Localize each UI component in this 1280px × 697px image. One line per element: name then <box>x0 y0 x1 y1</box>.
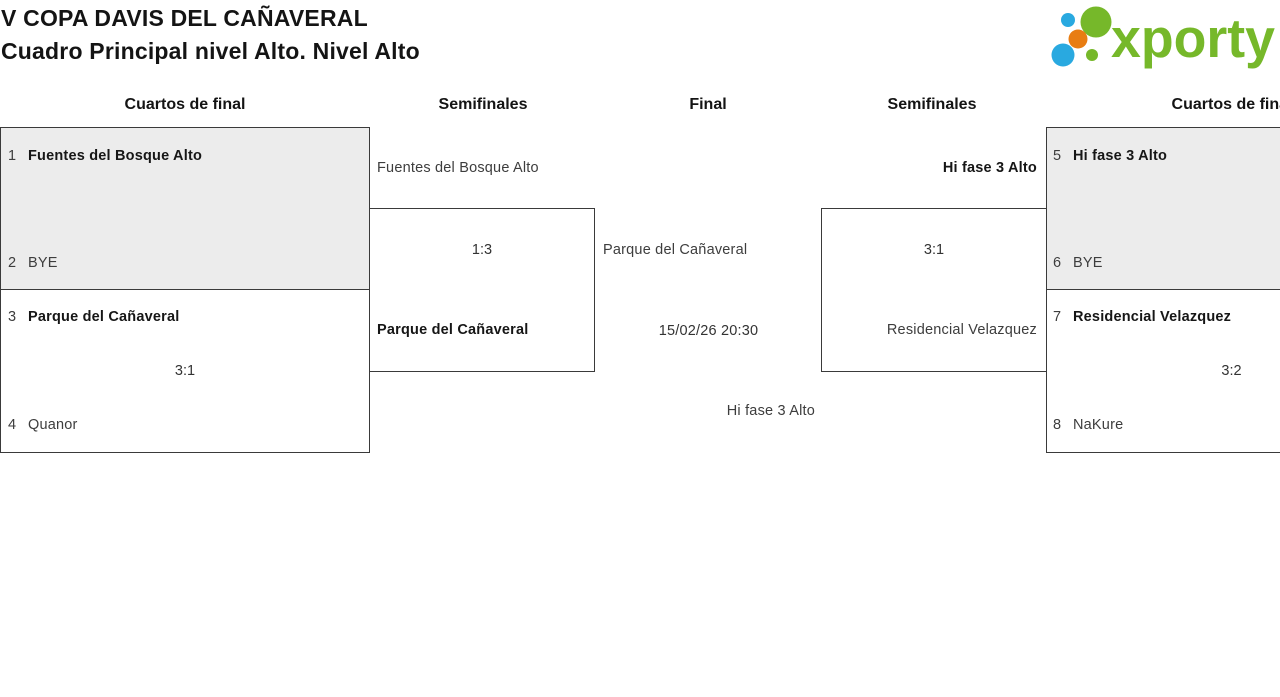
logo-dot-blue-large <box>1051 43 1075 67</box>
seed-number: 2 <box>8 255 17 271</box>
match-box-qf-left-bottom[interactable] <box>0 289 370 453</box>
logo-dot-orange <box>1068 29 1088 49</box>
final-team-bottom: Hi fase 3 Alto <box>726 403 815 419</box>
slot-qf-left-bottom-a: 3 Parque del Cañaveral <box>8 308 180 326</box>
final-team-top: Parque del Cañaveral <box>603 242 748 258</box>
match-box-sf-right[interactable] <box>821 208 1047 372</box>
seed-number: 7 <box>1053 309 1062 325</box>
slot-qf-left-top-a: 1 Fuentes del Bosque Alto <box>8 147 202 165</box>
team-name: Quanor <box>28 417 78 433</box>
seed-number: 3 <box>8 309 17 325</box>
logo-dot-green-small <box>1086 49 1098 61</box>
score-qf-right-bottom: 3:2 <box>1221 363 1242 379</box>
sf-left-team-bottom: Parque del Cañaveral <box>377 322 529 338</box>
match-box-qf-right-bottom[interactable] <box>1046 289 1280 453</box>
score-sf-right: 3:1 <box>923 242 945 258</box>
match-box-qf-left-top[interactable] <box>0 127 370 290</box>
sf-right-team-top: Hi fase 3 Alto <box>942 160 1037 176</box>
seed-number: 4 <box>8 417 17 433</box>
slot-qf-left-bottom-b: 4 Quanor <box>8 416 78 434</box>
logo-wordmark: xporty <box>1111 7 1275 69</box>
round-header-semifinals-left: Semifinales <box>438 96 528 113</box>
team-name: BYE <box>1073 255 1103 271</box>
sf-left-team-top: Fuentes del Bosque Alto <box>377 160 539 176</box>
team-name: NaKure <box>1073 417 1124 433</box>
match-box-sf-left[interactable] <box>369 208 595 372</box>
final-datetime: 15/02/26 20:30 <box>658 323 759 339</box>
team-name: Residencial Velazquez <box>1073 309 1232 325</box>
slot-qf-left-top-b: 2 BYE <box>8 254 58 272</box>
slot-qf-right-top-a: 5 Hi fase 3 Alto <box>1053 147 1167 165</box>
seed-number: 5 <box>1053 148 1062 164</box>
logo-dot-blue-small <box>1061 13 1075 27</box>
score-qf-left-bottom: 3:1 <box>174 363 196 379</box>
logo-dot-green-large <box>1080 6 1112 38</box>
seed-number: 8 <box>1053 417 1062 433</box>
xporty-logo[interactable]: xporty <box>1050 3 1278 75</box>
round-header-quarterfinals-left: Cuartos de final <box>124 96 246 113</box>
seed-number: 1 <box>8 148 17 164</box>
team-name: BYE <box>28 255 58 271</box>
slot-qf-right-bottom-a: 7 Residencial Velazquez <box>1053 308 1231 326</box>
team-name: Hi fase 3 Alto <box>1073 148 1168 164</box>
tournament-name: V COPA DAVIS DEL CAÑAVERAL <box>1 5 368 31</box>
match-box-qf-right-top[interactable] <box>1046 127 1280 290</box>
sf-right-team-bottom: Residencial Velazquez <box>886 322 1037 338</box>
team-name: Fuentes del Bosque Alto <box>28 148 203 164</box>
seed-number: 6 <box>1053 255 1062 271</box>
round-header-semifinals-right: Semifinales <box>887 96 977 113</box>
round-header-final: Final <box>689 96 727 113</box>
slot-qf-right-bottom-b: 8 NaKure <box>1053 416 1123 434</box>
team-name: Parque del Cañaveral <box>28 309 180 325</box>
round-header-quarterfinals-right: Cuartos de final <box>1171 96 1280 113</box>
slot-qf-right-top-b: 6 BYE <box>1053 254 1103 272</box>
score-sf-left: 1:3 <box>471 242 493 258</box>
draw-subtitle: Cuadro Principal nivel Alto. Nivel Alto <box>1 38 420 64</box>
page-title: V COPA DAVIS DEL CAÑAVERAL Cuadro Princi… <box>1 2 420 68</box>
